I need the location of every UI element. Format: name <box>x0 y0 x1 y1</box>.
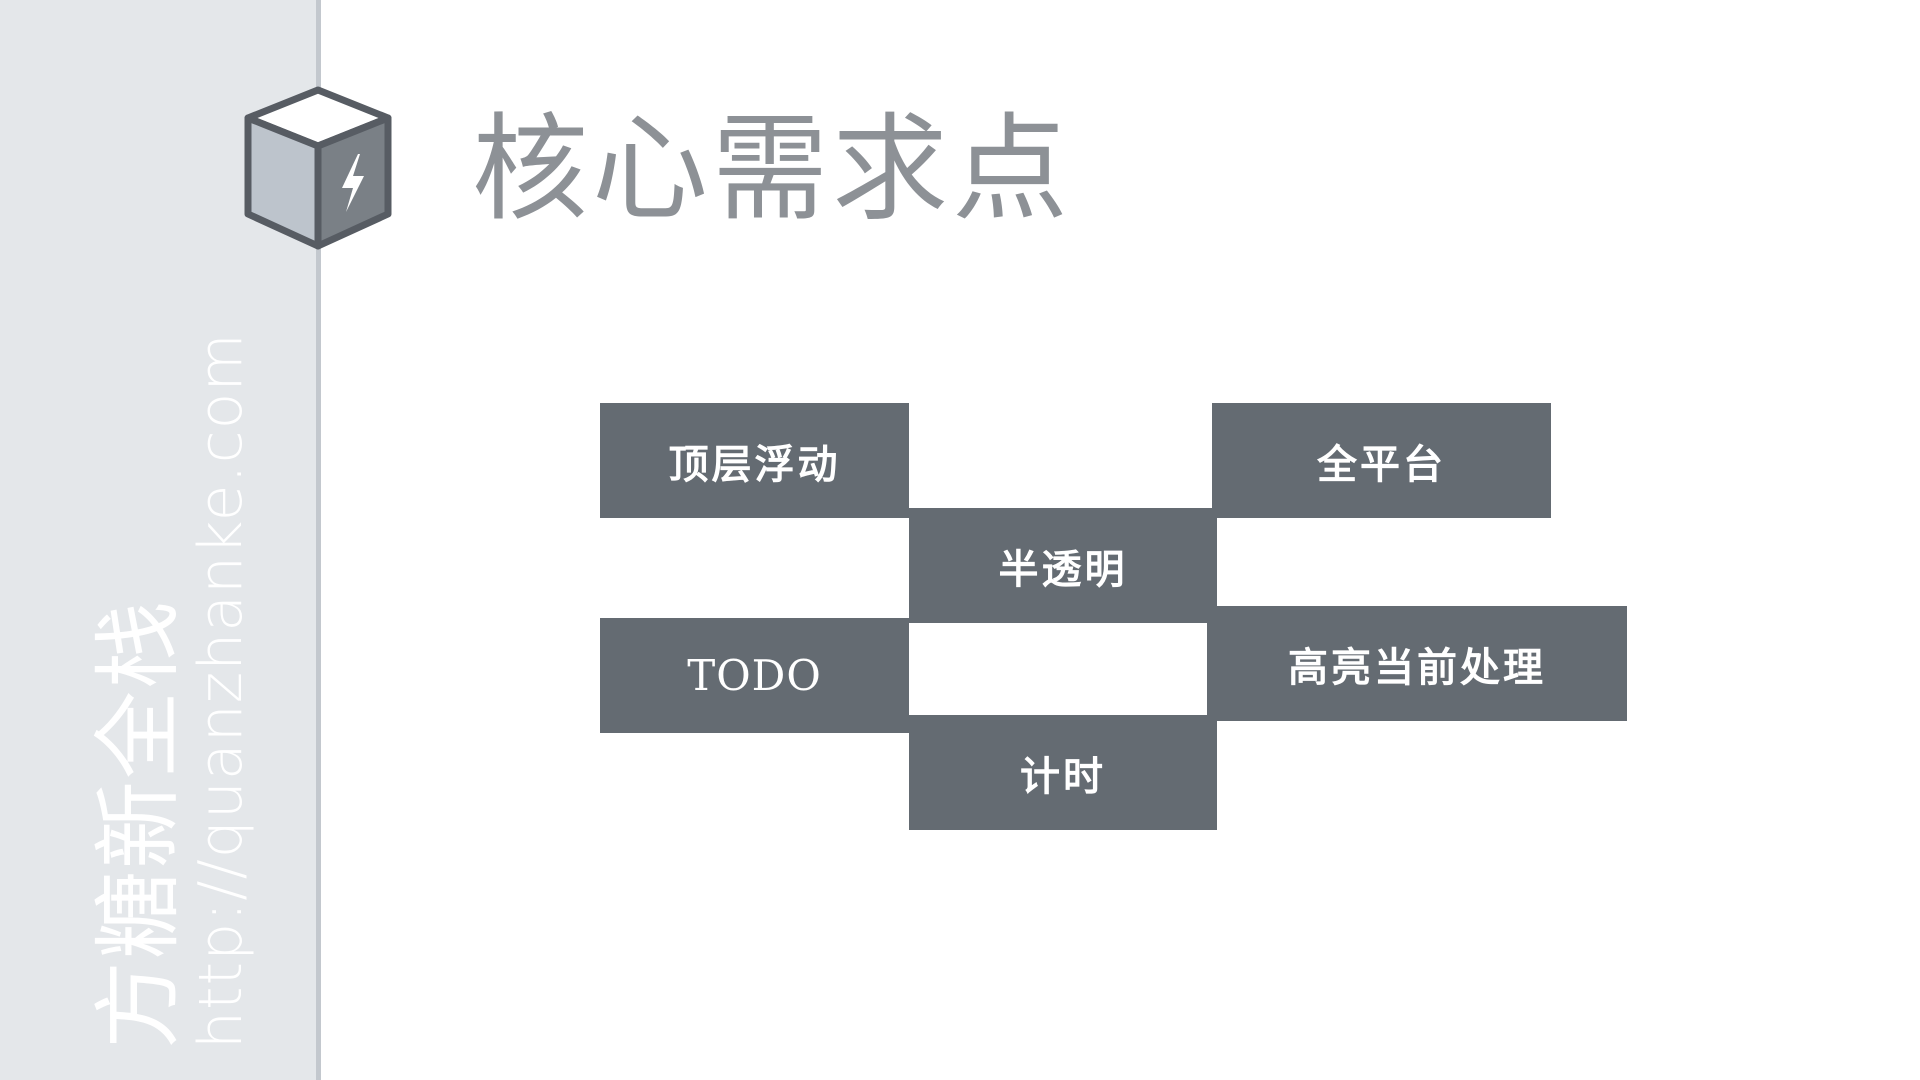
feature-floating: 顶层浮动 <box>600 403 909 518</box>
watermark: 方糖新全栈 http://quanzhanke.com <box>87 332 256 1049</box>
cube-lightning-icon <box>244 86 392 250</box>
sidebar-divider <box>316 0 321 1080</box>
watermark-url: http://quanzhanke.com <box>186 332 256 1049</box>
page-title: 核心需求点 <box>472 102 1072 237</box>
feature-timer: 计时 <box>909 715 1217 830</box>
feature-highlight: 高亮当前处理 <box>1207 606 1627 721</box>
watermark-brand: 方糖新全栈 <box>87 598 190 1049</box>
feature-todo: TODO <box>600 618 909 733</box>
feature-translucent: 半透明 <box>909 508 1217 623</box>
feature-all-platform: 全平台 <box>1212 403 1551 518</box>
